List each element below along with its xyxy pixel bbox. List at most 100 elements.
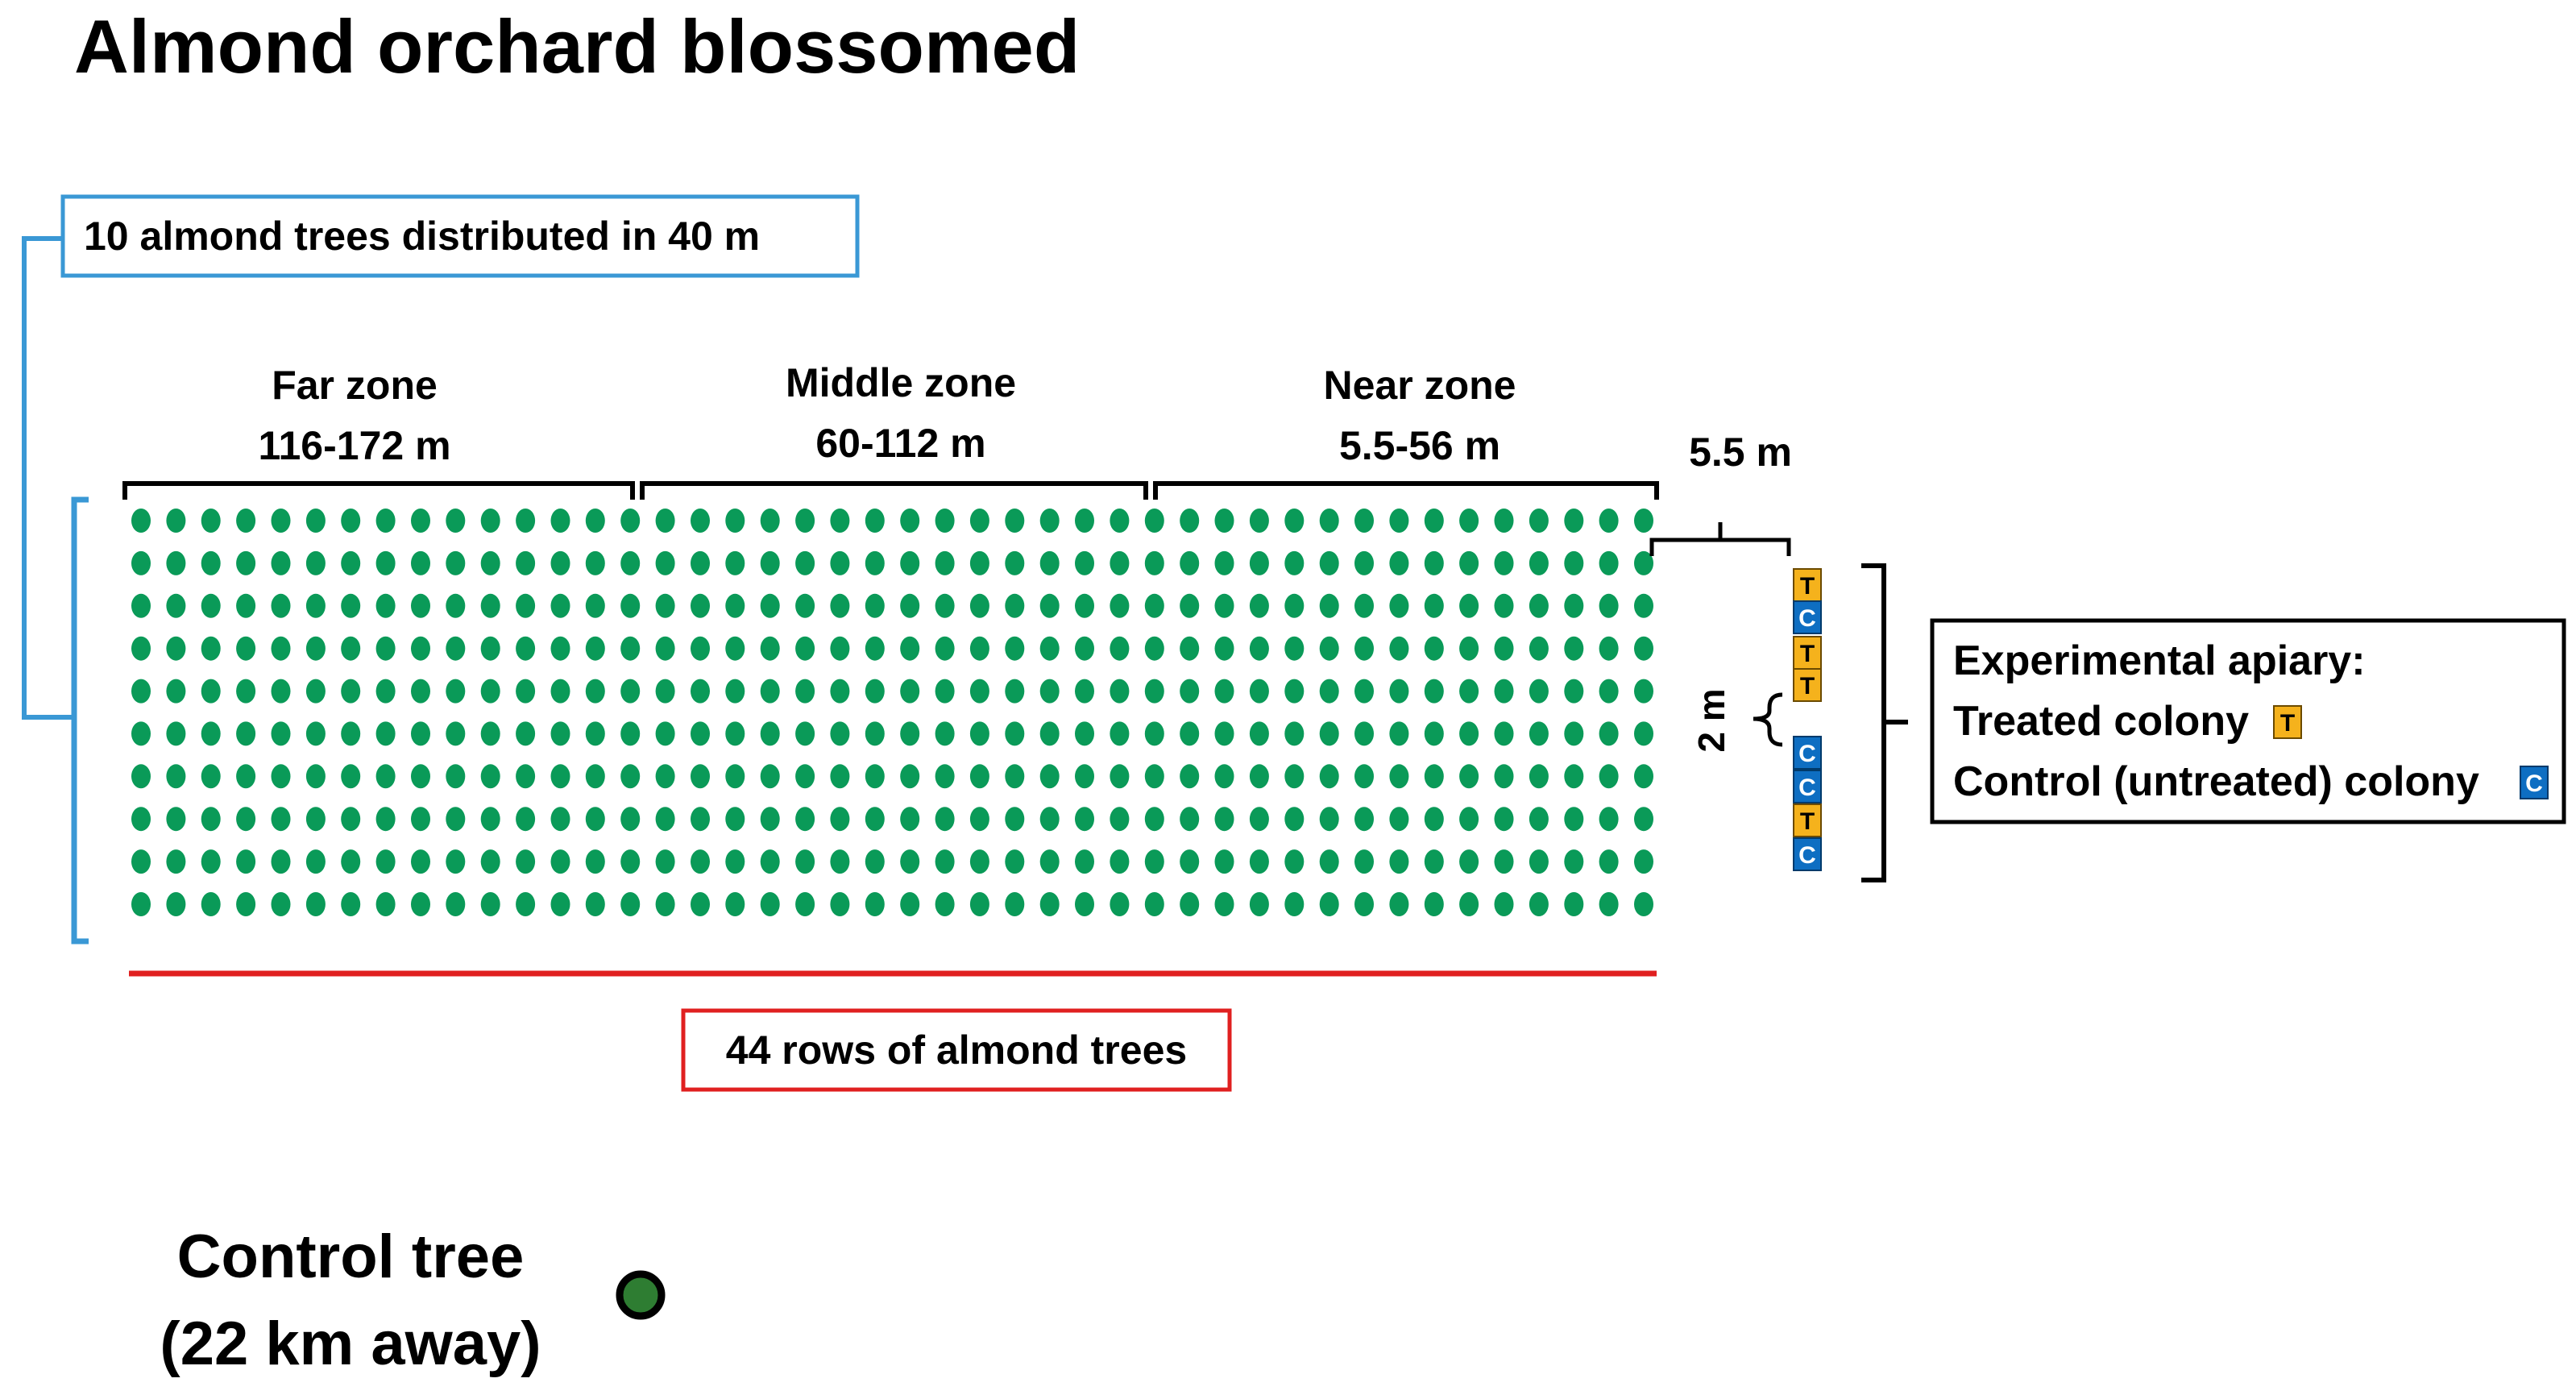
- almond-tree: [166, 636, 186, 661]
- legend-box: [1930, 618, 2566, 824]
- almond-tree: [1005, 593, 1025, 618]
- almond-tree: [201, 807, 221, 832]
- almond-tree: [1424, 721, 1444, 746]
- almond-tree: [1564, 721, 1584, 746]
- almond-tree: [655, 636, 675, 661]
- almond-tree: [1494, 550, 1514, 575]
- almond-tree: [480, 636, 500, 661]
- almond-tree: [1075, 849, 1094, 874]
- almond-tree: [935, 721, 955, 746]
- almond-tree: [1249, 679, 1269, 704]
- almond-tree: [865, 679, 885, 704]
- almond-tree: [480, 764, 500, 789]
- almond-tree: [550, 764, 570, 789]
- almond-tree: [1459, 849, 1479, 874]
- almond-tree: [1005, 509, 1025, 533]
- almond-tree: [411, 849, 430, 874]
- almond-tree: [1319, 593, 1339, 618]
- almond-tree: [830, 764, 850, 789]
- almond-tree: [305, 509, 326, 533]
- almond-tree: [1459, 509, 1479, 533]
- almond-tree: [795, 593, 815, 618]
- almond-tree: [1494, 807, 1514, 832]
- almond-tree: [1005, 550, 1025, 575]
- almond-tree: [166, 679, 186, 704]
- almond-tree: [969, 550, 989, 575]
- treated-colony-hive: T: [1793, 568, 1822, 602]
- almond-tree: [1110, 679, 1130, 704]
- control-colony-hive: C: [1793, 837, 1822, 871]
- rows-label: 44 rows of almond trees: [726, 1028, 1187, 1073]
- almond-tree: [691, 721, 710, 746]
- almond-tree: [1039, 849, 1060, 874]
- almond-tree: [1284, 764, 1305, 789]
- almond-tree: [865, 550, 885, 575]
- almond-tree: [1214, 679, 1234, 704]
- almond-tree: [236, 807, 256, 832]
- almond-tree: [166, 550, 186, 575]
- almond-tree: [131, 509, 151, 533]
- almond-tree: [1354, 849, 1374, 874]
- almond-tree: [341, 593, 361, 618]
- almond-tree: [935, 679, 955, 704]
- almond-tree: [341, 550, 361, 575]
- almond-tree: [201, 849, 221, 874]
- almond-tree: [236, 593, 256, 618]
- almond-tree: [830, 679, 850, 704]
- almond-tree: [1459, 593, 1479, 618]
- almond-tree: [1459, 721, 1479, 746]
- almond-tree: [795, 721, 815, 746]
- almond-tree: [1180, 636, 1200, 661]
- almond-tree: [795, 636, 815, 661]
- almond-tree: [516, 550, 536, 575]
- almond-tree: [1529, 679, 1549, 704]
- almond-tree: [1110, 849, 1130, 874]
- almond-tree: [271, 509, 291, 533]
- almond-tree: [131, 721, 151, 746]
- almond-tree: [446, 721, 466, 746]
- almond-tree: [795, 550, 815, 575]
- almond-tree: [691, 593, 710, 618]
- almond-tree: [620, 892, 641, 916]
- almond-tree: [1389, 849, 1409, 874]
- legend-treated-label: Treated colony: [1953, 698, 2249, 745]
- almond-tree: [1494, 679, 1514, 704]
- almond-tree: [1075, 807, 1094, 832]
- almond-tree: [1424, 593, 1444, 618]
- almond-tree: [341, 679, 361, 704]
- almond-tree: [691, 636, 710, 661]
- almond-tree: [969, 636, 989, 661]
- almond-tree: [375, 550, 396, 575]
- rows-box: [681, 1008, 1232, 1092]
- almond-tree: [1144, 593, 1164, 618]
- almond-tree: [830, 849, 850, 874]
- almond-tree: [585, 550, 605, 575]
- almond-tree: [271, 593, 291, 618]
- almond-tree: [305, 764, 326, 789]
- almond-tree: [1424, 509, 1444, 533]
- almond-tree: [1039, 509, 1060, 533]
- almond-tree: [131, 679, 151, 704]
- almond-tree: [1110, 892, 1130, 916]
- almond-tree: [585, 849, 605, 874]
- almond-tree: [1039, 550, 1060, 575]
- almond-tree: [865, 892, 885, 916]
- almond-tree: [446, 679, 466, 704]
- almond-tree: [166, 764, 186, 789]
- almond-tree: [1284, 509, 1305, 533]
- almond-tree: [1214, 721, 1234, 746]
- almond-tree: [900, 679, 920, 704]
- control-tree-label-line1: Control tree: [177, 1223, 525, 1291]
- almond-tree: [411, 721, 430, 746]
- almond-tree: [1214, 509, 1234, 533]
- almond-tree: [375, 764, 396, 789]
- almond-tree: [1319, 550, 1339, 575]
- almond-tree: [1459, 679, 1479, 704]
- almond-tree: [725, 509, 745, 533]
- almond-tree: [1634, 509, 1653, 533]
- almond-tree: [935, 509, 955, 533]
- almond-tree: [1389, 892, 1409, 916]
- almond-tree: [341, 764, 361, 789]
- almond-tree: [620, 509, 641, 533]
